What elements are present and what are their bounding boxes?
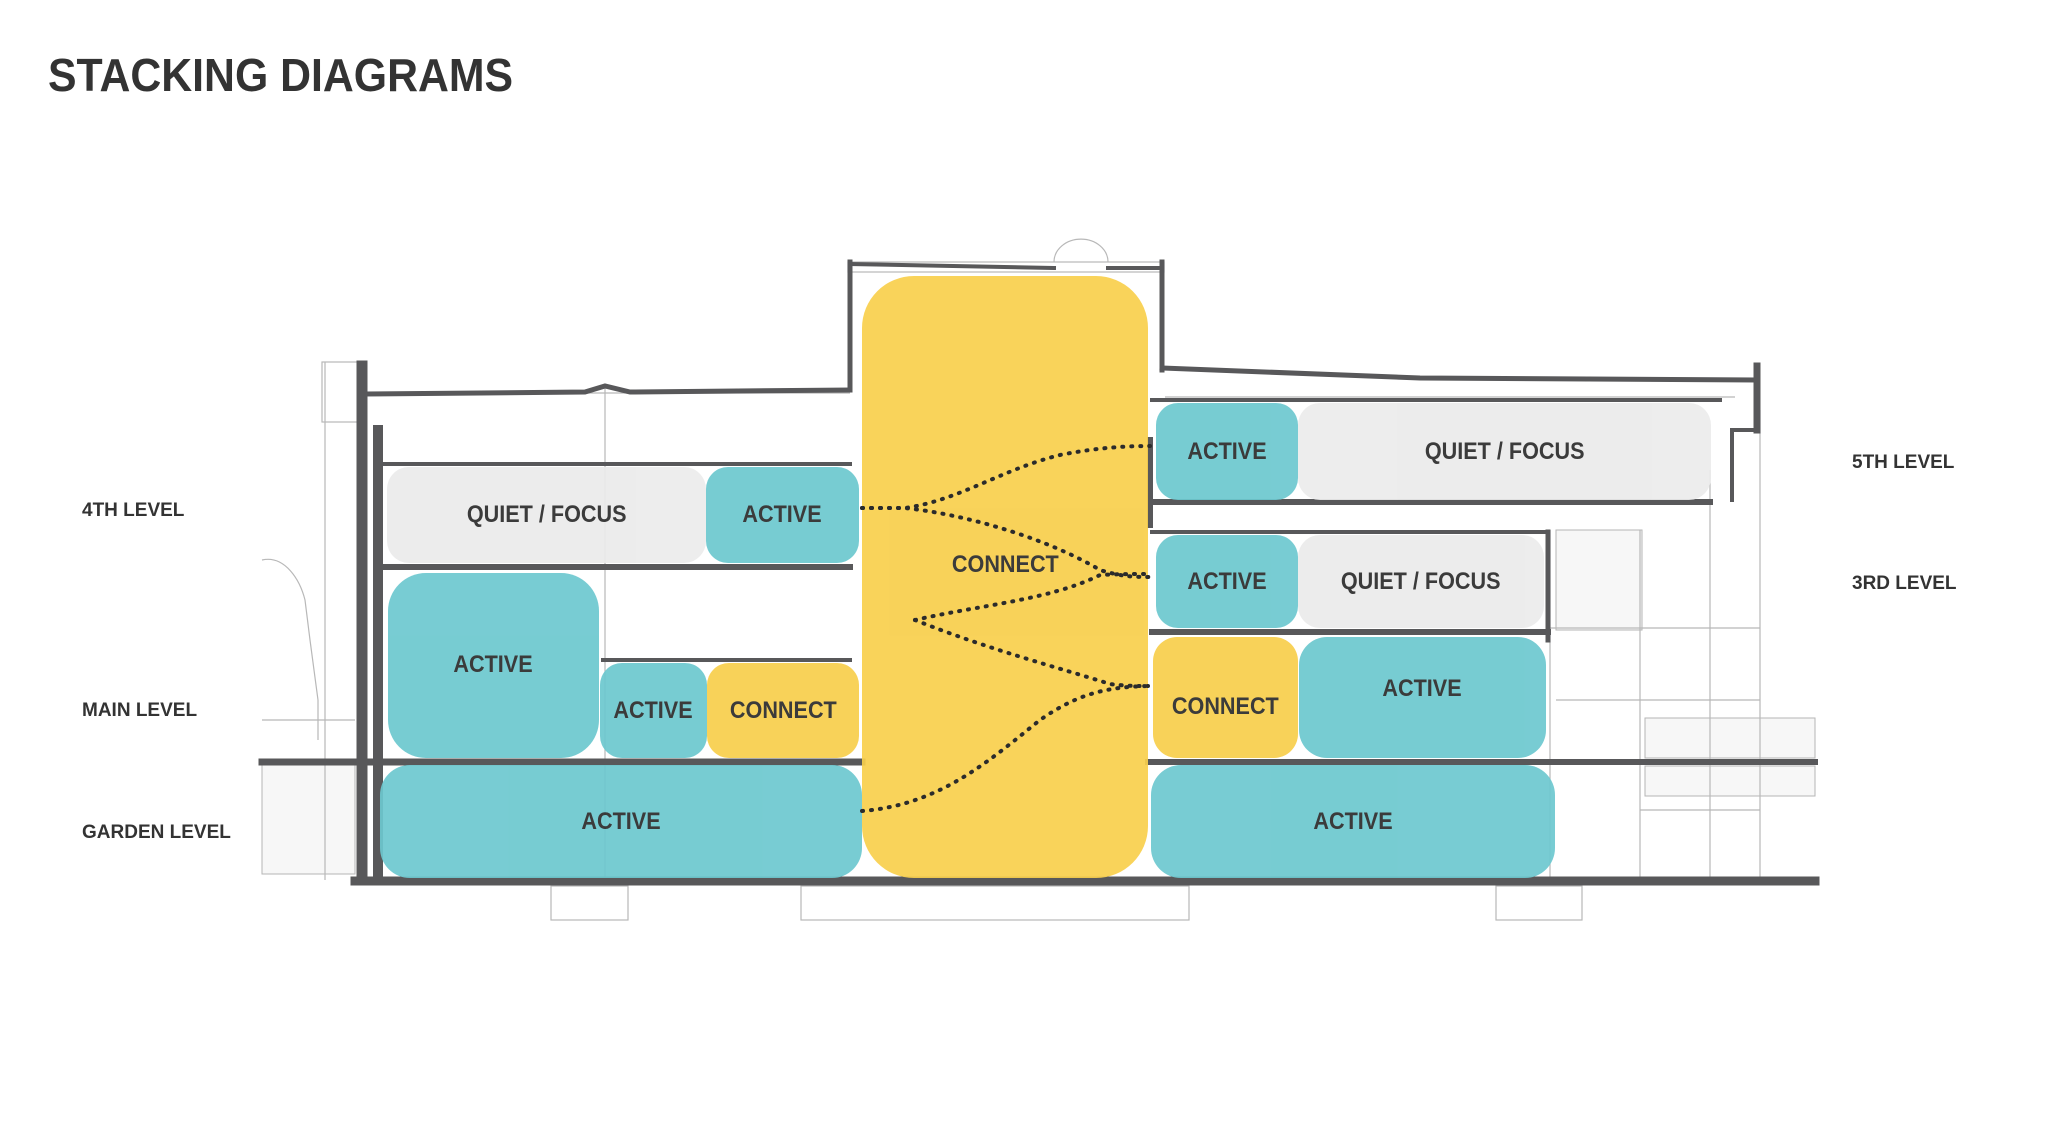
zone-right-5th-quiet-focus: QUIET / FOCUS bbox=[1298, 403, 1711, 500]
zone-right-main-connect: CONNECT bbox=[1153, 637, 1298, 758]
zone-right-5th-active: ACTIVE bbox=[1156, 403, 1298, 500]
zone-left-main-active-small: ACTIVE bbox=[600, 663, 707, 758]
zone-left-4th-active: ACTIVE bbox=[706, 467, 859, 563]
zone-label: CONNECT bbox=[1172, 692, 1279, 720]
zone-label: QUIET / FOCUS bbox=[1424, 437, 1585, 465]
zone-label: QUIET / FOCUS bbox=[1341, 567, 1501, 595]
page-title: STACKING DIAGRAMS bbox=[48, 49, 514, 101]
zone-label: ACTIVE bbox=[581, 807, 661, 835]
zone-label: ACTIVE bbox=[613, 696, 694, 724]
zone-central-connect: CONNECT bbox=[862, 276, 1148, 878]
level-label-garden: GARDEN LEVEL bbox=[82, 822, 231, 843]
zone-label: ACTIVE bbox=[1382, 675, 1463, 702]
zone-right-garden-active: ACTIVE bbox=[1151, 765, 1555, 878]
zone-left-main-connect: CONNECT bbox=[707, 663, 859, 758]
level-label-4th: 4TH LEVEL bbox=[82, 500, 185, 521]
zone-left-4th-quiet-focus: QUIET / FOCUS bbox=[387, 467, 706, 563]
zone-label: CONNECT bbox=[729, 696, 837, 724]
zone-label: QUIET / FOCUS bbox=[466, 501, 627, 528]
zone-label: ACTIVE bbox=[742, 501, 823, 528]
zone-label: ACTIVE bbox=[453, 651, 534, 678]
level-label-5th: 5TH LEVEL bbox=[1852, 452, 1955, 473]
zone-right-main-active: ACTIVE bbox=[1299, 637, 1546, 758]
zone-right-3rd-quiet-focus: QUIET / FOCUS bbox=[1298, 535, 1544, 628]
zone-label: CONNECT bbox=[951, 551, 1059, 578]
zone-label: ACTIVE bbox=[1313, 807, 1393, 835]
level-label-3rd: 3RD LEVEL bbox=[1852, 573, 1957, 594]
level-label-main: MAIN LEVEL bbox=[82, 700, 198, 721]
zone-left-garden-active: ACTIVE bbox=[380, 765, 862, 878]
zone-right-3rd-active: ACTIVE bbox=[1156, 535, 1298, 628]
zone-label: ACTIVE bbox=[1187, 437, 1267, 465]
soil-hatch bbox=[261, 529, 1816, 875]
zone-label: ACTIVE bbox=[1187, 567, 1267, 595]
zone-left-main-active-large: ACTIVE bbox=[388, 573, 599, 758]
